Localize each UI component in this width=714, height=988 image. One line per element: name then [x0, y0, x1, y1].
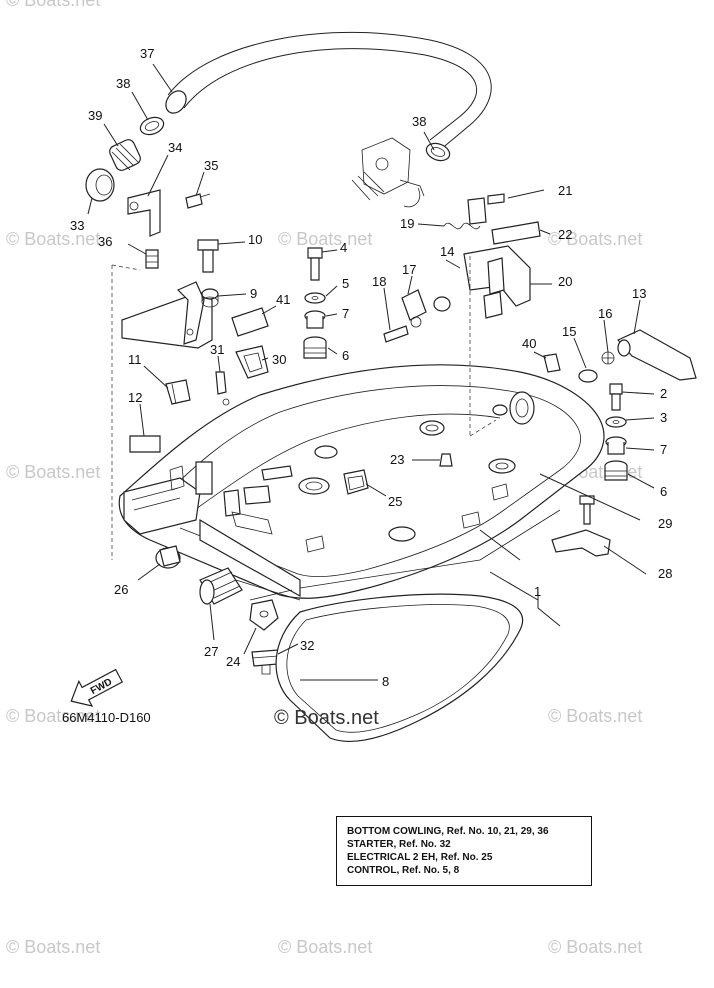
- callout-number: 21: [558, 183, 572, 198]
- callout-number: 7: [342, 306, 349, 321]
- callout-number: 6: [342, 348, 349, 363]
- watermark: © Boats.net: [278, 229, 372, 249]
- clip-part: [215, 345, 269, 406]
- callout-number: 16: [598, 306, 612, 321]
- legend-line: STARTER, Ref. No. 32: [347, 839, 451, 850]
- callout-number: 6: [660, 484, 667, 499]
- right-grommet-stack-part: [604, 383, 628, 481]
- callout-number: 5: [342, 276, 349, 291]
- callout-number: 28: [658, 566, 672, 581]
- diagram-code: 66M4110-D160: [62, 710, 151, 725]
- grommet-stack-part: [303, 247, 327, 359]
- callout-number: 25: [388, 494, 402, 509]
- callout-number: 40: [522, 336, 536, 351]
- connector-part: [343, 453, 453, 495]
- callout-number: 26: [114, 582, 128, 597]
- callout-number: 11: [128, 352, 142, 367]
- legend-line: ELECTRICAL 2 EH, Ref. No. 25: [347, 852, 493, 863]
- watermark: © Boats.net: [6, 462, 100, 482]
- callout-number: 19: [400, 216, 414, 231]
- callout-number: 35: [204, 158, 218, 173]
- lever-part: [383, 245, 531, 437]
- callout-number: 17: [402, 262, 416, 277]
- control-link-part: [543, 329, 697, 383]
- callout-number: 8: [382, 674, 389, 689]
- callout-number: 29: [658, 516, 672, 531]
- callout-number: 18: [372, 274, 386, 289]
- bolt-28-part: [551, 495, 611, 557]
- seal-part: [275, 593, 524, 743]
- hose-fitting-part: [85, 139, 211, 237]
- callout-number: 23: [390, 452, 404, 467]
- callout-number: 36: [98, 234, 112, 249]
- callout-number: 32: [300, 638, 314, 653]
- callout-number: 13: [632, 286, 646, 301]
- callout-number: 38: [412, 114, 426, 129]
- callout-numbers: 37 38 39 34 35 33 36 10 4 5 7 6 9 41 31 …: [70, 46, 672, 689]
- callout-number: 20: [558, 274, 572, 289]
- pad-part: [129, 379, 191, 453]
- label-sticker-part: [231, 307, 269, 337]
- callout-number: 10: [248, 232, 262, 247]
- watermarks: © Boats.net © Boats.net © Boats.net © Bo…: [6, 0, 642, 957]
- watermark: © Boats.net: [548, 937, 642, 957]
- legend-line: BOTTOM COWLING, Ref. No. 10, 21, 29, 36: [347, 826, 549, 837]
- callout-number: 24: [226, 654, 240, 669]
- spring-part: [443, 193, 541, 245]
- callout-number: 41: [276, 292, 290, 307]
- callout-number: 38: [116, 76, 130, 91]
- watermark: © Boats.net: [548, 706, 642, 726]
- callout-number: 30: [272, 352, 286, 367]
- reference-legend: BOTTOM COWLING, Ref. No. 10, 21, 29, 36 …: [336, 816, 592, 886]
- callout-number: 4: [340, 240, 347, 255]
- callout-number: 22: [558, 227, 572, 242]
- bolt-part: [197, 239, 219, 308]
- bracket-part: [111, 249, 213, 560]
- callout-number: 3: [660, 410, 667, 425]
- bottom-cowling-part: [118, 364, 605, 599]
- grommet-part: [155, 545, 301, 675]
- callout-number: 39: [88, 108, 102, 123]
- watermark: © Boats.net: [6, 229, 100, 249]
- watermark: © Boats.net: [6, 937, 100, 957]
- callout-number: 27: [204, 644, 218, 659]
- callout-number: 33: [70, 218, 84, 233]
- starter-bracket-part: [351, 137, 425, 208]
- fwd-label: FWD: [89, 677, 114, 697]
- leader-lines: [87, 63, 655, 681]
- watermark: © Boats.net: [548, 229, 642, 249]
- callout-number: 7: [660, 442, 667, 457]
- watermark: © Boats.net: [6, 0, 100, 10]
- callout-number: 12: [128, 390, 142, 405]
- callout-number: 1: [534, 584, 541, 599]
- callout-number: 15: [562, 324, 576, 339]
- callout-number: 37: [140, 46, 154, 61]
- legend-line: CONTROL, Ref. No. 5, 8: [347, 865, 460, 876]
- hose-part: [165, 31, 492, 151]
- callout-number: 9: [250, 286, 257, 301]
- callout-number: 34: [168, 140, 182, 155]
- callout-number: 14: [440, 244, 454, 259]
- callout-number: 2: [660, 386, 667, 401]
- watermark-main: © Boats.net: [274, 707, 379, 729]
- watermark: © Boats.net: [278, 937, 372, 957]
- hose-clamp-part: [139, 116, 451, 162]
- watermark: © Boats.net: [6, 706, 100, 726]
- callout-number: 31: [210, 342, 224, 357]
